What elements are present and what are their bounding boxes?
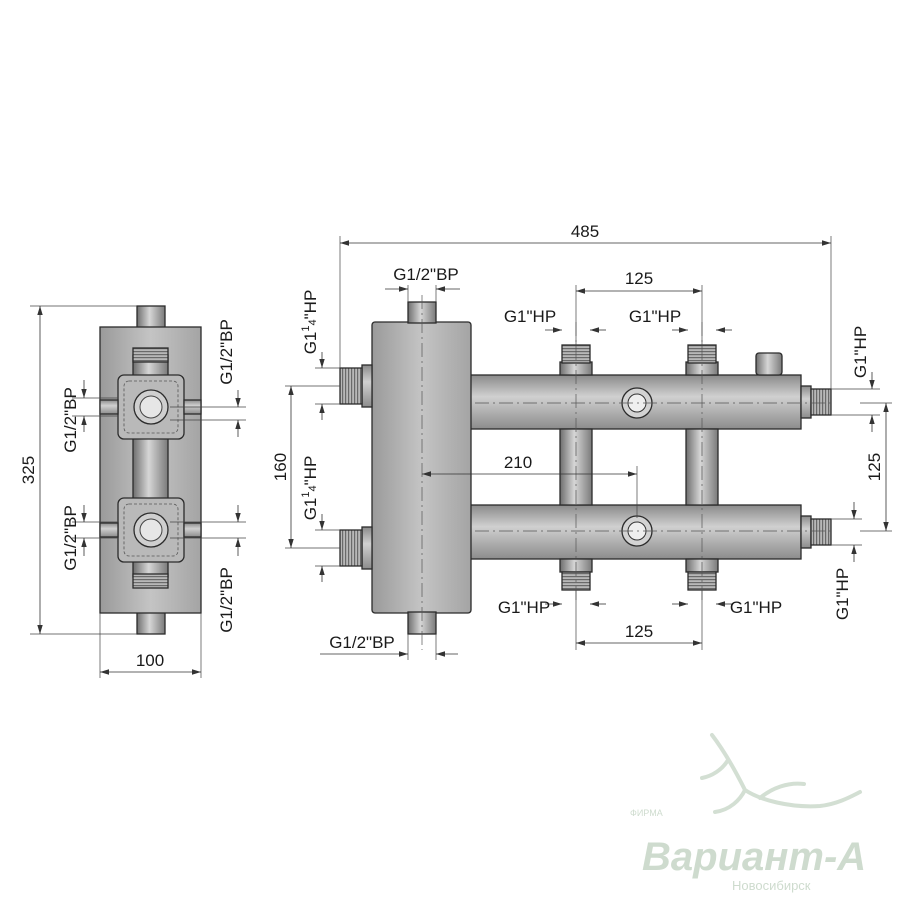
- left-upper-inlet-label: G114"НР: [300, 290, 320, 355]
- side-top-right-label: G1/2"ВР: [217, 319, 236, 385]
- top-circuit-spacing-dim: 125: [625, 269, 653, 288]
- side-bottom-thread: [132, 573, 169, 589]
- side-upper-left-label: G1/2"ВР: [61, 387, 80, 453]
- bottom-outlet-1-label: G1"НР: [498, 598, 550, 617]
- separator-bottom-port-label: G1/2"ВР: [329, 633, 395, 652]
- right-lower-outlet-label: G1"НР: [833, 568, 852, 620]
- inlet-spacing-dim: 160: [271, 453, 290, 481]
- left-upper-inlet-thread: [339, 367, 363, 405]
- top-outlet-2-label: G1"НР: [629, 307, 681, 326]
- hydraulic-separator-body: [371, 321, 472, 614]
- watermark-brand: Вариант-А: [642, 835, 866, 879]
- right-upper-thread: [810, 388, 832, 416]
- side-lower-left-label: G1/2"ВР: [61, 505, 80, 571]
- left-lower-inlet-label: G114"НР: [300, 456, 320, 521]
- company-watermark: ФИРМА Вариант-А Новосибирск: [630, 733, 866, 893]
- bottom-outlet-2-label: G1"НР: [730, 598, 782, 617]
- watermark-city: Новосибирск: [732, 878, 811, 893]
- bottom-circuit-spacing-dim: 125: [625, 622, 653, 641]
- front-view: 485 G1/2"ВР G1/2"ВР 125 G1"НР G1"НР G1"Н…: [271, 222, 892, 660]
- side-bottom-stub: [136, 611, 166, 635]
- top-outlet-1-label: G1"НР: [504, 307, 556, 326]
- overall-length-dim: 485: [571, 222, 599, 241]
- side-height-dim: 325: [19, 456, 38, 484]
- separator-top-port-label: G1/2"ВР: [393, 265, 459, 284]
- right-vertical-spacing-dim: 125: [865, 453, 884, 481]
- watermark-firm: ФИРМА: [630, 808, 663, 818]
- branch-logo-icon: [700, 733, 862, 814]
- right-lower-thread: [810, 518, 832, 546]
- side-top-thread: [132, 347, 169, 363]
- left-lower-inlet-thread: [339, 529, 363, 567]
- side-top-stub: [136, 305, 166, 329]
- air-vent-stub: [755, 352, 783, 376]
- side-width-dim: 100: [136, 651, 164, 670]
- side-bottom-right-label: G1/2"ВР: [217, 567, 236, 633]
- center-offset-dim: 210: [504, 453, 532, 472]
- side-view: 325 100 G1/2"ВР G1/2"ВР G1/2"ВР G1/2"ВР: [19, 305, 246, 678]
- right-upper-outlet-label: G1"НР: [851, 326, 870, 378]
